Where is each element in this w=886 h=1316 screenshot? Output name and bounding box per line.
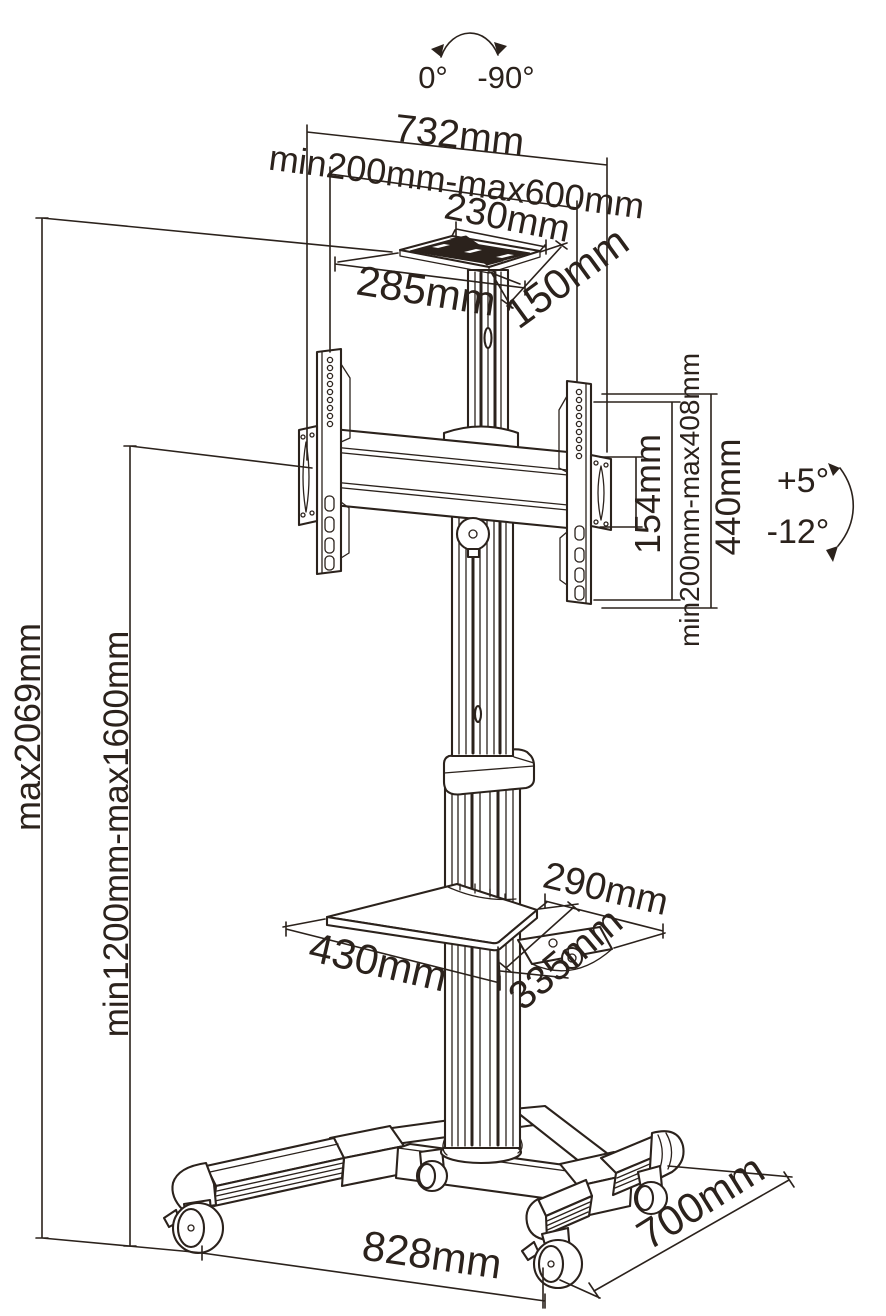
- dim-700: [559, 1165, 795, 1299]
- shelf-support-bracket: [516, 925, 614, 972]
- plate-depth-label: 285mm: [353, 257, 499, 325]
- side-bracket-label: 154mm: [627, 434, 668, 554]
- caster-rear-right: [633, 1164, 669, 1216]
- rotation-max-label: -90°: [477, 60, 534, 95]
- dim-column-height: [123, 445, 313, 1247]
- dim-732: [306, 124, 608, 461]
- caster-front-right: [520, 1226, 584, 1290]
- dim-290: [536, 893, 666, 949]
- dim-vesa-width: [329, 166, 578, 382]
- tilt-down-label: -12°: [767, 513, 830, 551]
- overall-height-label: max2069mm: [7, 623, 48, 831]
- base-rear-plate: [511, 1104, 610, 1164]
- rotation-min-label: 0°: [418, 60, 448, 95]
- caster-rear-left: [415, 1147, 449, 1193]
- dim-285: [334, 252, 526, 296]
- top-plate: [398, 234, 542, 274]
- vesa-holes: [575, 388, 583, 460]
- column-collar: [442, 748, 536, 796]
- bracket-clip-right: [589, 453, 613, 532]
- column-height-label: min1200mm-max1600mm: [97, 631, 136, 1038]
- dim-150: [490, 240, 568, 309]
- vesa-rail-right: [558, 379, 593, 606]
- shelf-column-notch: [447, 886, 517, 901]
- dim-vesa-height: [593, 401, 681, 601]
- tilt-up-label: +5°: [777, 462, 829, 500]
- vesa-height-label: min200mm-max408mm: [674, 353, 705, 647]
- bracket-height-label: 440mm: [709, 439, 748, 556]
- vesa-holes: [326, 356, 334, 428]
- tv-bracket: [297, 347, 613, 606]
- tilt-arrow: [837, 467, 855, 547]
- vesa-slots: [324, 495, 335, 571]
- shelf: [325, 882, 539, 952]
- dim-230: [451, 221, 547, 255]
- bracket-clip-left: [297, 424, 319, 527]
- bracket-crossbar: [331, 427, 580, 531]
- dim-335: [499, 901, 580, 979]
- tilt-knob: [455, 516, 491, 559]
- vesa-rail-left: [315, 347, 351, 576]
- shelf-knob: [560, 946, 584, 970]
- lower-column: [439, 786, 523, 1165]
- dim-828: [201, 1245, 546, 1309]
- vesa-slots: [574, 525, 585, 601]
- dimension-lines: [35, 32, 855, 1309]
- dim-440: [601, 393, 718, 609]
- rotation-arrow: [440, 32, 499, 58]
- dim-overall-height: [35, 217, 393, 1254]
- caster-front-left: [162, 1198, 225, 1255]
- dim-154: [599, 456, 643, 528]
- dim-430: [282, 918, 501, 991]
- base-leg-left: [171, 1136, 346, 1212]
